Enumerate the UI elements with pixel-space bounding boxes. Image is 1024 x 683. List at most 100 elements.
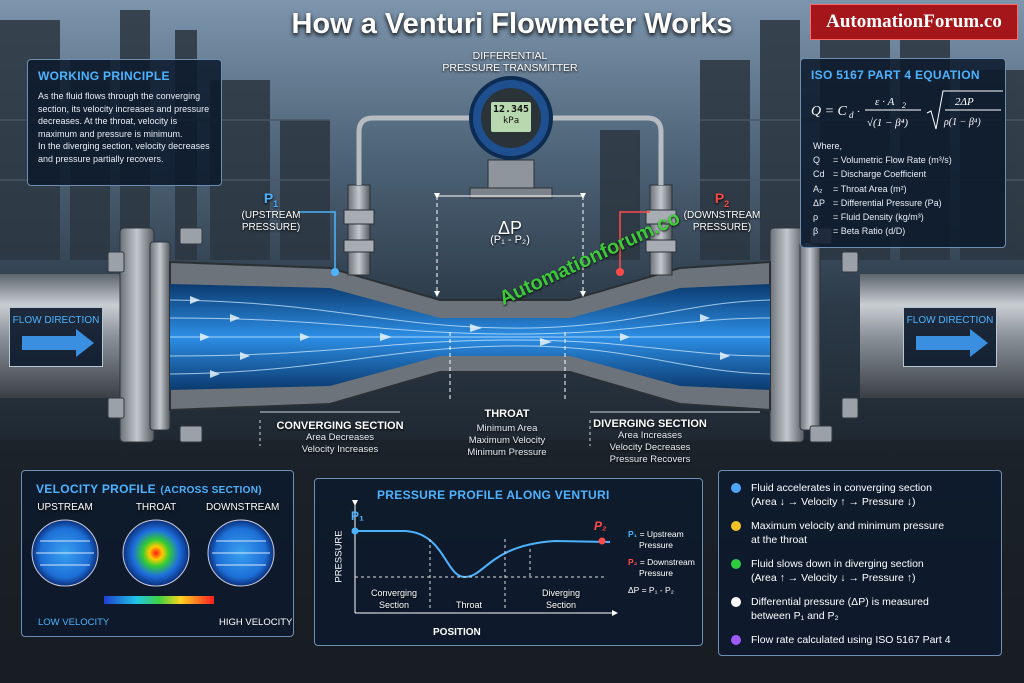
svg-text:Q = C: Q = C <box>811 104 848 119</box>
p1-marker <box>351 527 359 535</box>
converging-section-label: CONVERGING SECTION Area Decreases Veloci… <box>265 420 415 456</box>
velocity-profile-title: VELOCITY PROFILE (ACROSS SECTION) <box>36 482 262 496</box>
definition-row: Q= Volumetric Flow Rate (m³/s) <box>813 155 952 165</box>
velocity-color-scale <box>104 596 214 604</box>
converging-line1: Area Decreases <box>305 432 375 443</box>
transmitter-label: DIFFERENTIAL PRESSURE TRANSMITTER <box>420 50 600 74</box>
throat-label: THROAT Minimum Area Maximum Velocity Min… <box>448 408 566 459</box>
definition-row: Cd= Discharge Coefficient <box>813 169 927 180</box>
p2-desc-line2: PRESSURE) <box>692 221 752 233</box>
velocity-label-upstream: UPSTREAM <box>37 502 93 513</box>
bullet-dot-icon <box>731 521 741 531</box>
working-line: In the diverging section, velocity decre… <box>38 141 210 151</box>
working-principle-title: WORKING PRINCIPLE <box>38 69 170 83</box>
region-label: Section <box>378 600 410 610</box>
p2-desc-line1: (DOWNSTREAM <box>683 209 761 221</box>
flow-direction-label: FLOW DIRECTION <box>12 315 100 326</box>
flow-direction-right: FLOW DIRECTION <box>903 307 997 367</box>
diverging-section-label: DIVERGING SECTION Area Increases Velocit… <box>580 418 720 466</box>
throat-line1: Minimum Area <box>476 423 538 434</box>
delta-p-equation: (P₁ - P₂) <box>490 234 530 246</box>
velocity-label-throat: THROAT <box>135 502 177 513</box>
svg-text:d: d <box>849 110 854 120</box>
svg-text:2ΔP: 2ΔP <box>955 96 974 108</box>
velocity-profile-circles <box>31 519 275 604</box>
low-velocity-label: LOW VELOCITY <box>38 617 110 628</box>
pressure-profile-title: PRESSURE PROFILE ALONG VENTURI <box>377 488 610 502</box>
transmitter-unit: kPa <box>502 116 520 126</box>
definition-row: A₂= Throat Area (m²) <box>813 183 907 194</box>
working-line: maximum and pressure is minimum. <box>38 128 183 139</box>
bullet-dot-icon <box>731 635 741 645</box>
svg-text:ρ(1 − β⁴): ρ(1 − β⁴) <box>943 117 981 128</box>
svg-text:·: · <box>857 106 860 118</box>
transmitter-label-line2: PRESSURE TRANSMITTER <box>442 62 578 74</box>
working-principle-text: As the fluid flows through the convergin… <box>38 90 218 165</box>
pressure-chart <box>351 500 618 616</box>
throat-line2: Maximum Velocity <box>468 435 546 446</box>
region-converging: Converging Section <box>363 587 425 611</box>
transmitter-reading: 12.345 <box>492 104 530 115</box>
p1-desc-line2: PRESSURE) <box>241 221 301 233</box>
definition-row: ΔP= Differential Pressure (Pa) <box>813 197 942 208</box>
region-throat: Throat <box>439 599 499 611</box>
definition-row: β= Beta Ratio (d/D) <box>813 226 906 237</box>
summary-item: Flow rate calculated using ISO 5167 Part… <box>731 633 989 647</box>
pressure-x-label: POSITION <box>433 627 481 638</box>
working-line: As the fluid flows through the convergin… <box>38 91 201 101</box>
region-label: Section <box>545 600 577 610</box>
throat-line3: Minimum Pressure <box>467 447 547 458</box>
p2-label: P2 (DOWNSTREAM PRESSURE) <box>680 190 764 234</box>
summary-item: Fluid slows down in diverging section(Ar… <box>731 557 989 585</box>
right-arrow-icon <box>916 329 988 357</box>
p2-symbol: P2 <box>714 190 730 209</box>
working-line: section, its velocity increases and pres… <box>38 103 210 114</box>
summary-panel: Fluid accelerates in converging section(… <box>718 470 1002 656</box>
diverging-name: DIVERGING SECTION <box>593 418 707 430</box>
p1-symbol: P1 <box>263 190 279 209</box>
summary-item: Fluid accelerates in converging section(… <box>731 481 989 509</box>
legend-dp: ΔP = P₁ - P₂ <box>628 585 674 595</box>
p2-marker <box>598 537 606 545</box>
pressure-curve <box>355 530 611 579</box>
pressure-p1-tag: P₁ <box>351 509 364 523</box>
converging-line2: Velocity Increases <box>301 444 379 455</box>
transmitter-display: 12.345 kPa <box>491 104 531 127</box>
delta-p-symbol: ΔP <box>497 218 523 238</box>
svg-text:ε · A: ε · A <box>875 96 895 108</box>
flow-direction-left: FLOW DIRECTION <box>9 307 103 367</box>
pressure-p2-tag: P₂ <box>594 519 607 533</box>
region-diverging: Diverging Section <box>530 587 592 611</box>
definition-row: ρ= Fluid Density (kg/m³) <box>813 212 924 223</box>
working-principle-panel: WORKING PRINCIPLE As the fluid flows thr… <box>27 59 222 186</box>
p1-label: P1 (UPSTREAM PRESSURE) <box>232 190 310 234</box>
throat-profile-circle <box>122 519 190 587</box>
right-arrow-icon <box>22 329 94 357</box>
svg-text:2: 2 <box>902 101 906 110</box>
page-title: How a Venturi Flowmeter Works <box>291 8 733 40</box>
bullet-dot-icon <box>731 483 741 493</box>
bullet-dot-icon <box>731 559 741 569</box>
velocity-profile-panel: VELOCITY PROFILE (ACROSS SECTION) UPSTRE… <box>21 470 294 637</box>
pressure-profile-panel: PRESSURE PROFILE ALONG VENTURI PRESSURE … <box>314 478 703 646</box>
brand-logo[interactable]: AutomationForum.co <box>810 4 1018 40</box>
converging-name: CONVERGING SECTION <box>276 420 404 432</box>
region-label: Diverging <box>541 588 581 598</box>
region-label: Throat <box>455 600 482 610</box>
equation-definitions: Q= Volumetric Flow Rate (m³/s) Cd= Disch… <box>813 153 952 239</box>
pressure-y-label: PRESSURE <box>333 530 345 583</box>
p1-desc-line1: (UPSTREAM <box>241 209 301 221</box>
transmitter-label-line1: DIFFERENTIAL <box>472 50 548 62</box>
working-line: and pressure partially recovers. <box>38 153 164 164</box>
diverging-line3: Pressure Recovers <box>609 454 691 465</box>
flow-direction-label: FLOW DIRECTION <box>906 315 994 326</box>
svg-text:√(1 − β⁴): √(1 − β⁴) <box>867 117 908 129</box>
high-velocity-label: HIGH VELOCITY <box>219 617 293 628</box>
equation-where: Where, <box>813 141 843 151</box>
